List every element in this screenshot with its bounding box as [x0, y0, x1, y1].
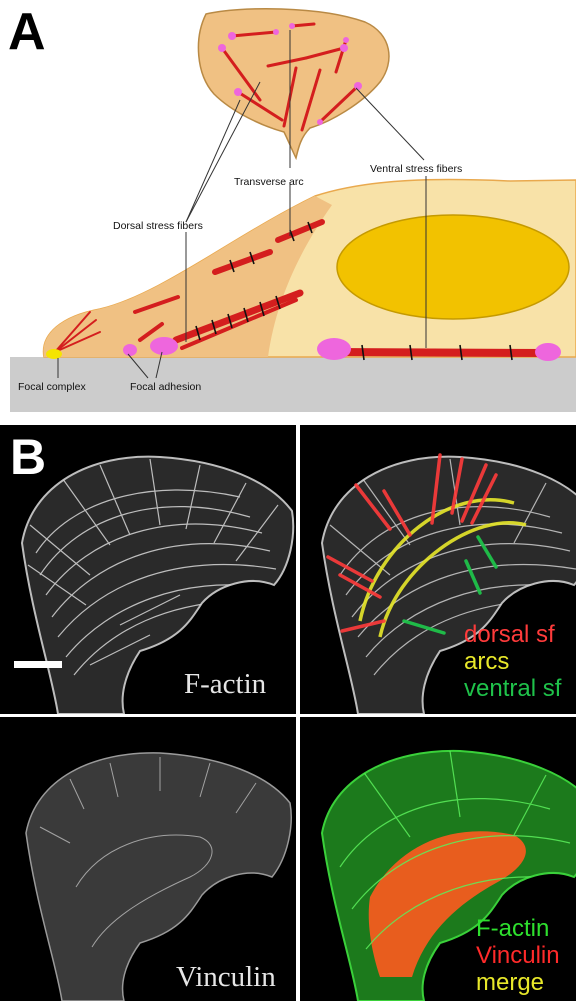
legend-ventral-sf: ventral sf [464, 675, 561, 702]
legend-factin: F-actin [476, 915, 560, 942]
label-focal-complex: Focal complex [18, 381, 86, 393]
label-factin: F-actin [184, 670, 266, 699]
scale-bar [14, 661, 62, 668]
panel-letter-b: B [10, 432, 46, 482]
nucleus [337, 215, 569, 319]
legend-vinculin: Vinculin [476, 942, 560, 969]
micrograph-merge: F-actin Vinculin merge [300, 717, 576, 1001]
label-vinculin: Vinculin [176, 963, 276, 992]
legend-dorsal-sf: dorsal sf [464, 621, 561, 648]
label-transverse-arc: Transverse arc [234, 176, 304, 188]
cell-schematic: Transverse arc Ventral stress fibers Dor… [0, 0, 576, 420]
legend-merge: merge [476, 969, 560, 996]
legend-arcs: arcs [464, 648, 561, 675]
label-dorsal-stress-fibers: Dorsal stress fibers [113, 220, 203, 232]
micrograph-vinculin: Vinculin [0, 717, 296, 1001]
micrograph-annotated: dorsal sf arcs ventral sf [300, 425, 576, 714]
annotation-legend: dorsal sf arcs ventral sf [464, 621, 561, 702]
label-focal-adhesion: Focal adhesion [130, 381, 201, 393]
label-ventral-stress-fibers: Ventral stress fibers [370, 163, 462, 175]
panel-letter-a: A [8, 6, 46, 58]
focal-complex [46, 349, 62, 359]
merge-legend: F-actin Vinculin merge [476, 915, 560, 996]
substrate [10, 357, 576, 412]
